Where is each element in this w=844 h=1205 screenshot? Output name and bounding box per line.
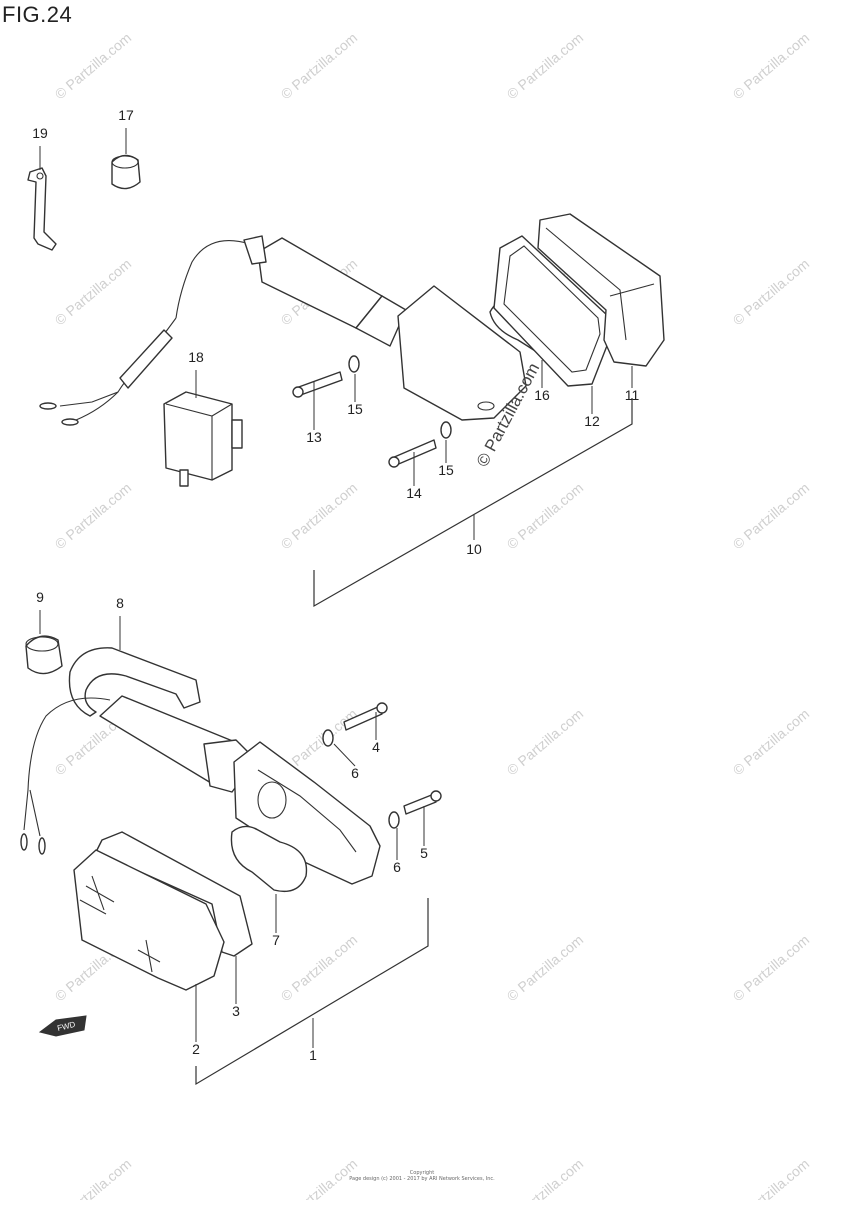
part-8-bracket (68, 647, 201, 717)
watermark-tile: © Partzilla.com (278, 479, 361, 552)
watermark-tile: © Partzilla.com (52, 479, 135, 552)
callout-number: 8 (116, 595, 124, 611)
watermark-tile: © Partzilla.com (504, 931, 587, 1004)
watermark-tile: © Partzilla.com (278, 29, 361, 102)
fwd-direction-arrow: FWD (38, 1015, 87, 1037)
callout-number: 11 (625, 387, 640, 403)
part-5-screw (403, 790, 442, 815)
part-9-grommet (25, 635, 63, 675)
watermark-tile: © Partzilla.com (730, 705, 813, 778)
callout-number: 12 (584, 413, 600, 429)
callout-number: 3 (232, 1003, 240, 1019)
part-2-lower-lens (73, 849, 225, 991)
watermark-tile: © Partzilla.com (730, 931, 813, 1004)
leader-lines (39, 128, 633, 1086)
watermark-tile: © Partzilla.com (52, 255, 135, 328)
callout-number: 15 (438, 462, 454, 478)
callout-number: 19 (32, 125, 48, 141)
part-18-relay (163, 391, 243, 487)
watermark-tile: © Partzilla.com (730, 29, 813, 102)
part-17-grommet (111, 154, 141, 190)
callout-number: 5 (420, 845, 428, 861)
callout-number: 18 (188, 349, 204, 365)
callout-number: 6 (393, 859, 401, 875)
watermark-tile: © Partzilla.com (504, 705, 587, 778)
callout-number: 17 (118, 107, 134, 123)
callout-number: 7 (272, 932, 280, 948)
callout-number: 1 (309, 1047, 317, 1063)
part-6-washer-b (388, 811, 400, 829)
watermark-tile: © Partzilla.com (730, 479, 813, 552)
callout-number: 2 (192, 1041, 200, 1057)
footer-line-2: Page design (c) 2001 - 2017 by ARI Netwo… (349, 1176, 495, 1182)
watermark-tile: © Partzilla.com (730, 255, 813, 328)
callout-number: 9 (36, 589, 44, 605)
callout-number: 14 (406, 485, 422, 501)
watermark-tile: © Partzilla.com (504, 29, 587, 102)
part-12-upper-gasket (493, 235, 611, 387)
part-7-lower-bulb (230, 825, 308, 893)
page-footer: Copyright Page design (c) 2001 - 2017 by… (0, 1170, 844, 1182)
part-13-screw (292, 371, 343, 398)
part-14-screw (388, 439, 437, 468)
watermark-tile: © Partzilla.com (52, 29, 135, 102)
part-11-upper-lens (537, 213, 665, 367)
callout-number: 6 (351, 765, 359, 781)
callout-number: 10 (466, 541, 482, 557)
callout-number: 4 (372, 739, 380, 755)
callout-number: 16 (534, 387, 550, 403)
footer-line-1: Copyright (409, 1170, 435, 1176)
leader-line (333, 743, 356, 767)
figure-title: FIG.24 (2, 2, 73, 27)
part-15-washer-b (440, 421, 452, 439)
lower-wire-harness (20, 697, 111, 855)
callout-number: 13 (306, 429, 322, 445)
part-6-washer-a (322, 729, 334, 747)
watermark-layer: © Partzilla.com © Partzilla.com © Partzill… (52, 29, 813, 1205)
assembly-bracket-line (195, 898, 429, 1086)
part-19-bracket (27, 167, 57, 251)
fwd-label: FWD (56, 1020, 76, 1033)
part-4-screw (343, 702, 388, 731)
callout-number: 15 (347, 401, 363, 417)
part-1-lower-housing (99, 695, 381, 885)
assembly-bracket-line (313, 398, 633, 608)
part-15-washer-a (348, 355, 360, 373)
upper-wire-harness (39, 240, 251, 426)
part-10-upper-housing (243, 235, 527, 421)
